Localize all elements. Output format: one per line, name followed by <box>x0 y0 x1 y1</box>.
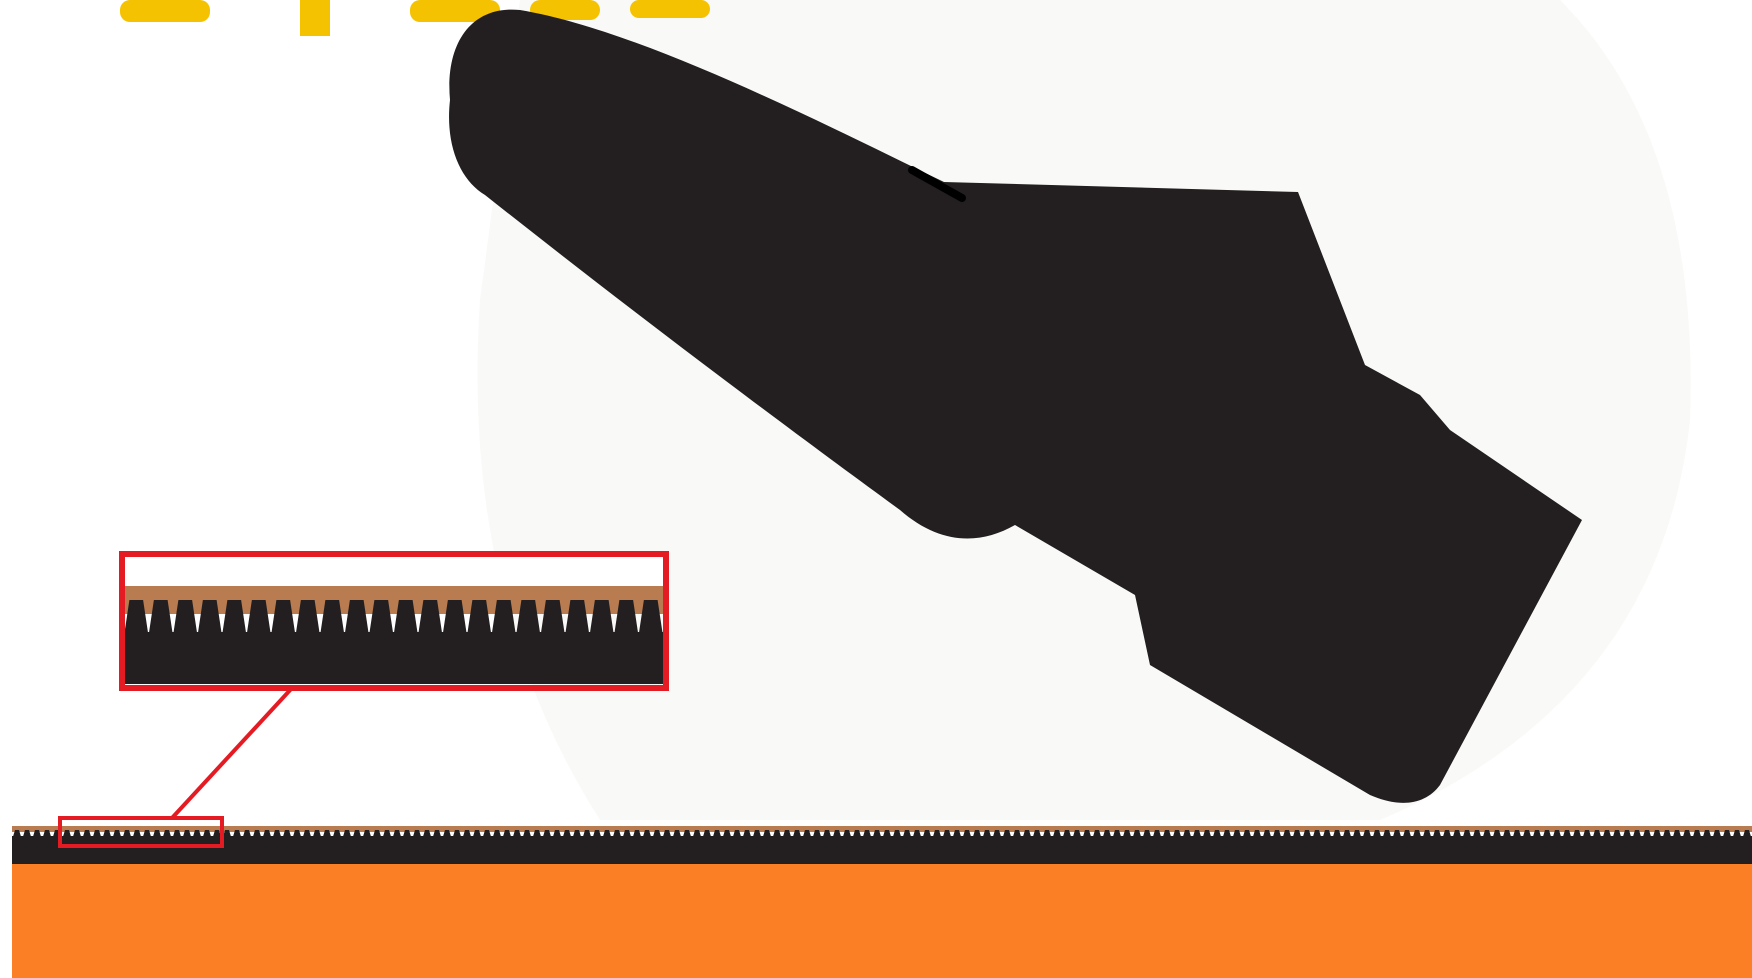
floor-asperities <box>12 826 1752 840</box>
floor-base <box>12 862 1752 978</box>
floor-surface <box>12 836 1752 864</box>
inset-fill-white <box>124 556 664 586</box>
inset-fill-dark <box>124 632 664 684</box>
